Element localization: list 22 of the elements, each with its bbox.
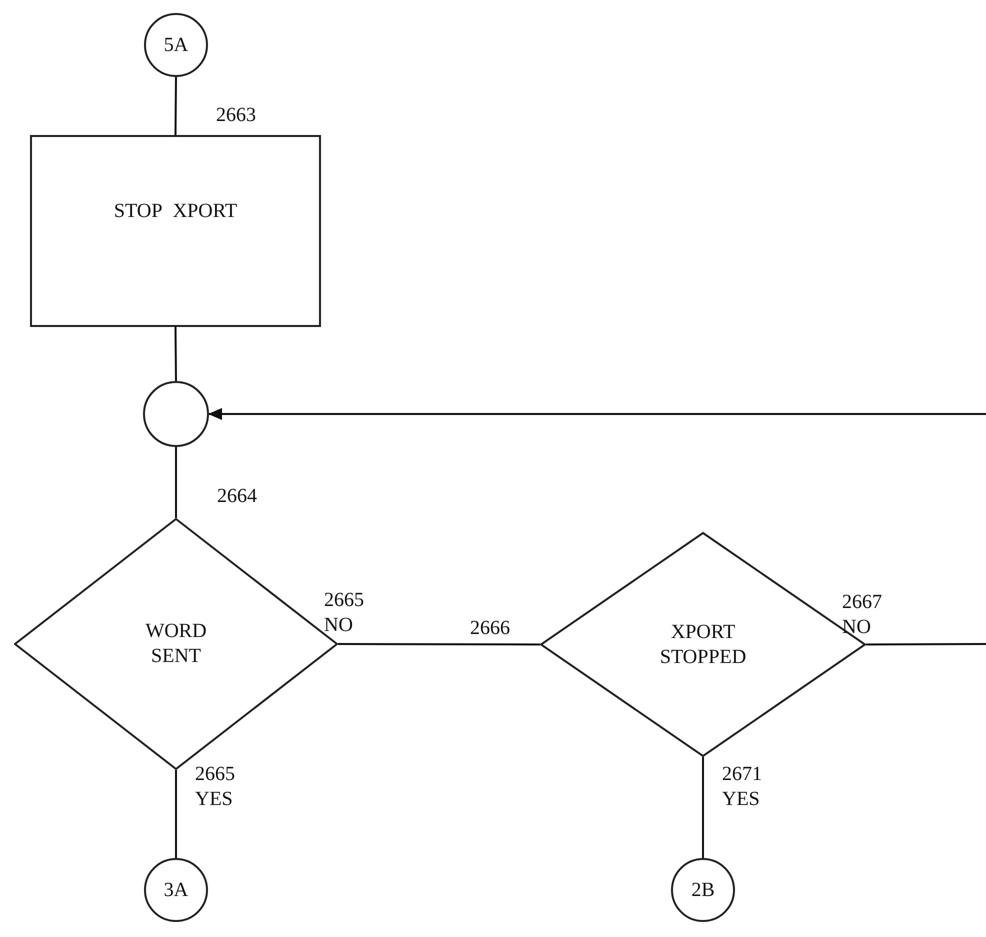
connector-line (338, 643, 540, 646)
step-number: 2663 (216, 103, 256, 128)
step-label: 2667 NO (842, 590, 883, 640)
step-label: 2665 YES (195, 762, 236, 812)
step-number: 2664 (217, 484, 257, 509)
connector-line (174, 326, 177, 382)
step-label: 2665 NO (324, 588, 365, 638)
node-label: 5A (164, 32, 188, 58)
node-label: STOP XPORT (112, 198, 238, 224)
connector-line (175, 447, 177, 518)
node-label: 2B (691, 878, 715, 902)
arrow (208, 408, 986, 420)
connector-line (175, 770, 177, 858)
process-box (30, 135, 321, 327)
connector-line (866, 643, 986, 646)
step-label: 2666 (470, 616, 511, 641)
node-label: WORD SENT (144, 619, 208, 669)
step-label: 2671 YES (722, 762, 763, 812)
node-label: 3A (164, 878, 188, 902)
connector-line (174, 76, 177, 136)
connector-line (702, 757, 704, 858)
node-label: XPORT STOPPED (658, 620, 748, 670)
